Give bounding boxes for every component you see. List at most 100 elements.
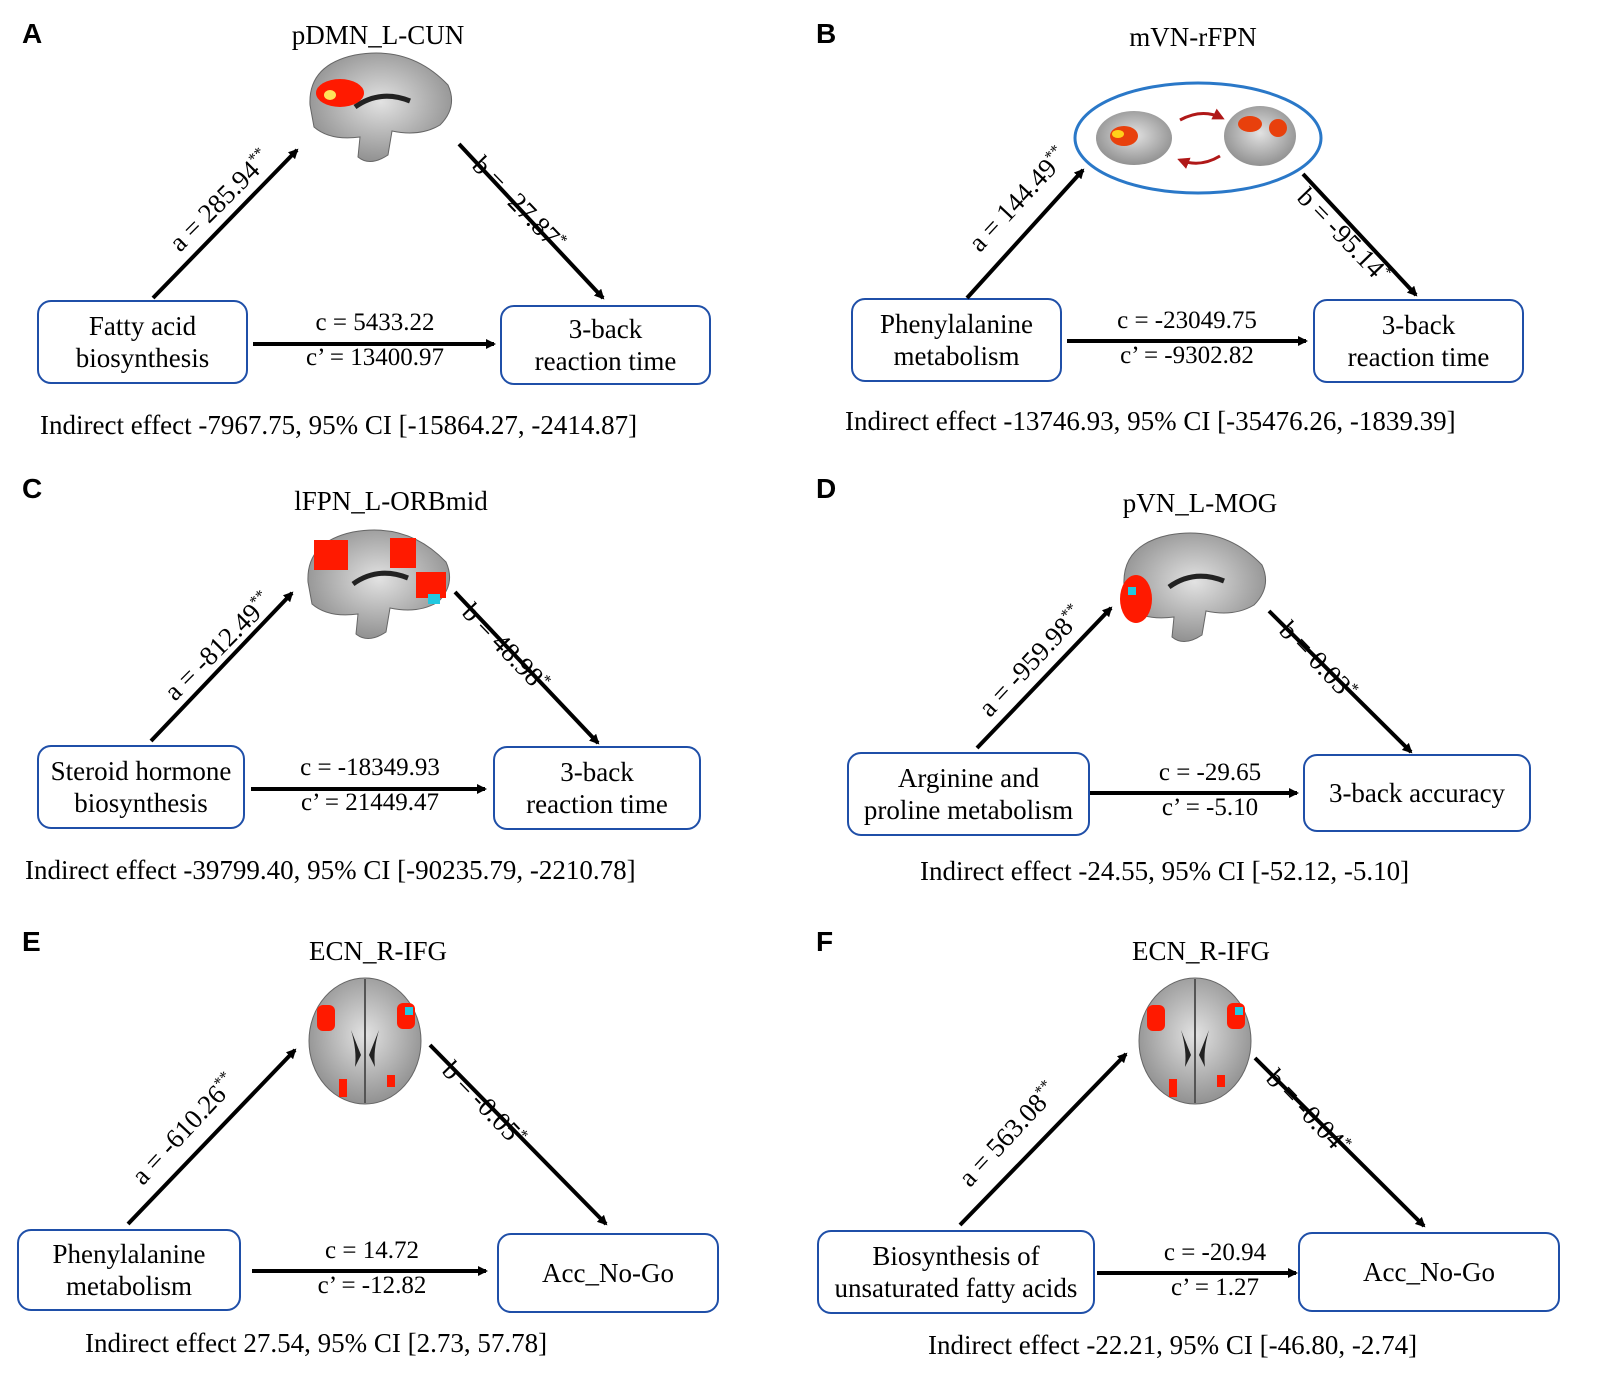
c-prime-value: c’ = -9302.82 — [1120, 342, 1254, 369]
outcome-line: reaction time — [534, 346, 677, 376]
sagittal-brain-icon — [1120, 532, 1267, 642]
path-c-label: c = -20.94 c’ = 1.27 — [1095, 1240, 1335, 1300]
outcome-line: 3-back — [568, 313, 643, 344]
predictor-line: Fatty acid — [88, 310, 197, 341]
panel-letter: B — [816, 18, 837, 49]
path-c-label: c = -23049.75 c’ = -9302.82 — [1067, 308, 1307, 368]
c-value: c = -23049.75 — [1117, 307, 1257, 334]
predictor-line: Biosynthesis of — [872, 1240, 1040, 1271]
path-c-label: c = -18349.93 c’ = 21449.47 — [250, 755, 490, 815]
outcome-line: reaction time — [1347, 342, 1490, 372]
path-a-arrow — [975, 606, 1113, 750]
network-title: pVN_L-MOG — [1122, 488, 1278, 518]
predictor-line: Arginine and — [897, 762, 1040, 793]
outcome-line: Acc_No-Go — [542, 1257, 674, 1288]
c-value: c = -18349.93 — [300, 754, 440, 781]
path-b-arrow — [1301, 172, 1418, 297]
axial-brain-icon — [1138, 977, 1252, 1105]
c-prime-value: c’ = -12.82 — [317, 1272, 427, 1299]
sagittal-brain-icon — [307, 529, 451, 639]
predictor-line: proline metabolism — [863, 795, 1074, 825]
predictor-line: metabolism — [66, 1271, 192, 1301]
outcome-line: 3-back — [1381, 309, 1456, 340]
predictor-line: biosynthesis — [75, 343, 210, 373]
sagittal-brain-icon — [309, 52, 453, 162]
outcome-line: 3-back accuracy — [1328, 777, 1506, 808]
indirect-effect: Indirect effect -22.21, 95% CI [-46.80, … — [928, 1330, 1418, 1360]
network-title: mVN-rFPN — [1129, 22, 1257, 52]
panel-letter: C — [22, 473, 43, 504]
predictor-line: unsaturated fatty acids — [834, 1273, 1078, 1303]
c-value: c = 14.72 — [325, 1237, 419, 1264]
outcome-box: Acc_No-Go — [1298, 1232, 1560, 1312]
outcome-box: Acc_No-Go — [497, 1233, 719, 1313]
c-prime-value: c’ = 21449.47 — [301, 789, 439, 816]
network-title: ECN_R-IFG — [308, 936, 447, 966]
indirect-effect: Indirect effect -24.55, 95% CI [-52.12, … — [920, 856, 1410, 886]
path-b-arrow — [457, 142, 605, 300]
c-value: c = 5433.22 — [315, 309, 435, 336]
outcome-label: 3-back accuracy — [1329, 777, 1505, 809]
network-title: ECN_R-IFG — [1131, 936, 1270, 966]
outcome-line: reaction time — [526, 789, 668, 819]
indirect-effect: Indirect effect -13746.93, 95% CI [-3547… — [845, 406, 1456, 436]
network-connectivity-icon — [1073, 81, 1323, 195]
axial-brain-icon — [308, 977, 422, 1105]
path-b-arrow — [1267, 609, 1413, 754]
c-prime-value: c’ = -5.10 — [1161, 794, 1259, 821]
indirect-effect: Indirect effect -39799.40, 95% CI [-9023… — [25, 855, 636, 885]
path-a-arrow — [965, 168, 1085, 300]
indirect-effect: Indirect effect -7967.75, 95% CI [-15864… — [40, 410, 638, 440]
c-prime-value: c’ = 1.27 — [1171, 1274, 1259, 1301]
c-prime-value: c’ = 13400.97 — [306, 344, 444, 371]
predictor-line: biosynthesis — [74, 788, 208, 818]
panel-letter: D — [816, 473, 837, 504]
predictor-line: metabolism — [893, 341, 1020, 371]
indirect-effect: Indirect effect 27.54, 95% CI [2.73, 57.… — [85, 1328, 548, 1358]
path-b-arrow — [428, 1043, 608, 1226]
network-title: lFPN_L-ORBmid — [294, 486, 488, 516]
predictor-line: Steroid hormone — [50, 755, 232, 786]
c-value: c = -29.65 — [1158, 759, 1262, 786]
path-a-arrow — [958, 1052, 1128, 1227]
outcome-box: 3-back accuracy — [1303, 754, 1531, 832]
outcome-label: Acc_No-Go — [542, 1257, 674, 1289]
path-c-label: c = -29.65 c’ = -5.10 — [1090, 760, 1330, 820]
panel-letter: E — [22, 926, 41, 957]
c-value: c = -20.94 — [1163, 1239, 1267, 1266]
path-a-arrow — [126, 1048, 297, 1226]
outcome-line: 3-back — [560, 756, 634, 787]
path-a-arrow — [149, 591, 294, 743]
path-c-label: c = 5433.22 c’ = 13400.97 — [255, 310, 495, 370]
network-title: pDMN_L-CUN — [291, 20, 465, 50]
panel-letter: F — [816, 926, 834, 957]
panel-letter: A — [22, 18, 43, 49]
predictor-line: Phenylalanine — [880, 308, 1033, 339]
predictor-line: Phenylalanine — [52, 1238, 206, 1269]
outcome-label: Acc_No-Go — [1363, 1256, 1495, 1288]
path-b-arrow — [453, 590, 600, 745]
path-c-label: c = 14.72 c’ = -12.82 — [252, 1238, 492, 1298]
path-b-arrow — [1253, 1056, 1426, 1228]
outcome-line: Acc_No-Go — [1363, 1256, 1495, 1287]
path-a-arrow — [151, 148, 299, 300]
